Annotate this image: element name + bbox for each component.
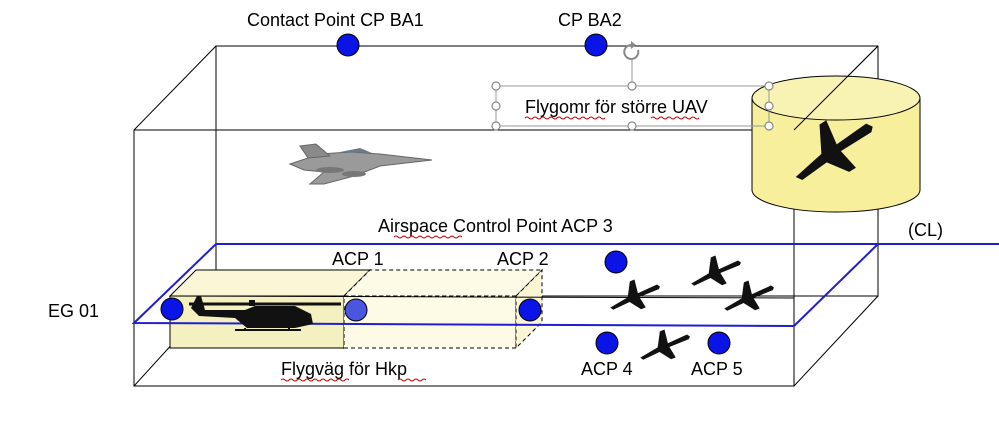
label-cp-ba2: CP BA2	[558, 10, 622, 30]
label-cp-ba1: Contact Point CP BA1	[247, 10, 424, 30]
label-acp4: ACP 4	[581, 359, 633, 379]
acp3-point[interactable]	[604, 250, 628, 274]
acp4-point[interactable]	[595, 331, 619, 355]
fighter-jet-icon	[288, 143, 433, 185]
uav-icon-3	[724, 280, 774, 311]
contact-point-cp-ba2[interactable]	[584, 33, 608, 57]
spellcheck-squiggles	[280, 116, 700, 382]
uav-icon-2	[691, 255, 741, 286]
label-eg01: EG 01	[48, 301, 99, 321]
acp2-point[interactable]	[518, 298, 542, 322]
acp1-point[interactable]	[344, 298, 368, 322]
uav-area-cylinder	[751, 45, 921, 213]
label-uav-area: Flygomr för större UAV	[525, 97, 708, 117]
acp5-point[interactable]	[707, 331, 731, 355]
helicopter-icon	[189, 296, 341, 331]
uav-icon-1	[610, 279, 660, 310]
contact-point-cp-ba1[interactable]	[336, 33, 360, 57]
label-hkp-route: Flygväg för Hkp	[281, 359, 407, 379]
label-acp3: Airspace Control Point ACP 3	[378, 216, 613, 236]
label-cl: (CL)	[908, 220, 943, 240]
coordination-level-plane	[131, 243, 999, 328]
uav-icon	[795, 120, 873, 180]
uav-icon-4	[640, 329, 690, 360]
label-acp2: ACP 2	[497, 249, 549, 269]
label-acp1: ACP 1	[332, 249, 384, 269]
uav-area-textbox-selection[interactable]	[491, 60, 774, 131]
eg01-point[interactable]	[160, 297, 184, 321]
rotate-handle-icon[interactable]	[623, 41, 640, 60]
label-acp5: ACP 5	[691, 359, 743, 379]
